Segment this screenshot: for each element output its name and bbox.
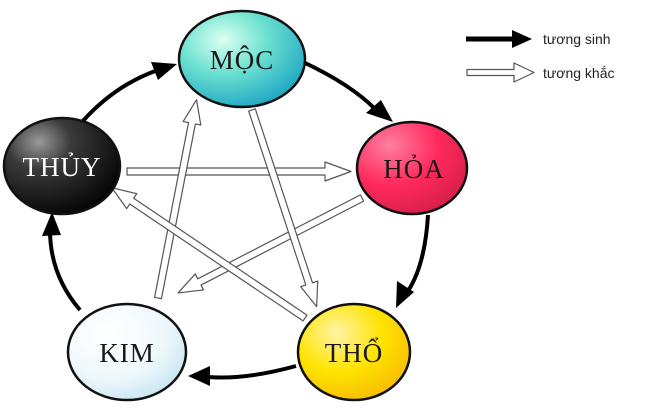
element-hoa: HỎA [355,120,469,216]
element-label-tho: THỔ [325,337,384,368]
element-label-moc: MỘC [210,45,275,75]
generating-arrow-moc-hoa [302,60,393,122]
element-label-thuy: THỦY [23,152,102,182]
generating-arrows [42,60,430,386]
legend-generating-label: tương sinh [543,31,611,47]
generating-arrow-kim-thuy [42,212,82,312]
element-label-hoa: HỎA [383,154,445,184]
generating-arrow-hoa-tho [396,214,430,308]
overcoming-arrows [111,99,365,322]
legend-overcoming-label: tương khắc [543,65,614,81]
element-thuy: THỦY [2,116,122,216]
element-label-kim: KIM [99,338,155,368]
element-kim: KIM [66,302,188,402]
overcoming-arrow-thuy-hoa [126,161,352,182]
legend-generating: tương sinh [466,30,611,48]
element-moc: MỘC [177,9,307,109]
legend-overcoming: tương khắc [466,62,614,83]
overcoming-arrow-kim-moc [153,99,202,300]
overcoming-arrow-tho-thuy [111,187,308,322]
legend: tương sinh tương khắc [466,30,614,83]
element-nodes: MỘC HỎA THỔ KIM THỦY [2,9,469,402]
overcoming-arrow-moc-tho [248,108,319,308]
generating-arrow-thuy-moc [80,62,177,124]
element-tho: THỔ [296,302,412,402]
generating-arrow-tho-kim [188,364,297,386]
